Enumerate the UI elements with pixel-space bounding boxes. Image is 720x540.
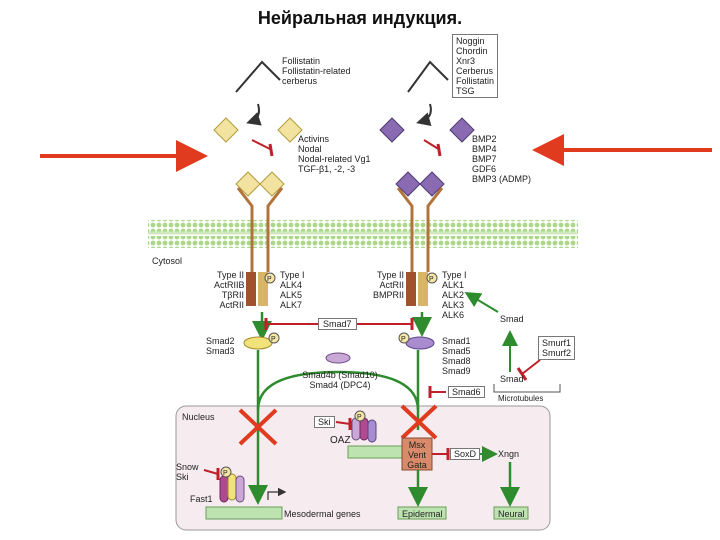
ski-label: Ski <box>314 416 335 428</box>
mesoderm-gene-bar <box>205 506 283 520</box>
microtubule-bracket <box>493 384 561 393</box>
svg-text:P: P <box>429 276 434 283</box>
left-receptor: P <box>235 171 285 341</box>
soxd-label: SoxD <box>450 448 481 460</box>
left-type2-list: Type II ActRIIB TβRII ActRII <box>214 270 245 310</box>
co-smad-pill <box>325 352 351 364</box>
smad-label: Smad <box>500 314 524 324</box>
snow-ski-list: Snow Ski <box>176 462 199 482</box>
right-antagonist-shape <box>407 60 449 93</box>
right-block-x <box>400 404 438 440</box>
microtubules-label: Microtubules <box>498 394 544 403</box>
svg-text:P: P <box>357 414 362 421</box>
smad7-label: Smad7 <box>318 318 357 330</box>
cell-membrane <box>148 220 578 248</box>
smads-right-list: Smad1 Smad5 Smad8 Smad9 <box>442 336 471 376</box>
epidermal-label: Epidermal <box>402 509 443 519</box>
neural-label: Neural <box>498 509 525 519</box>
smurf-inhibit <box>521 359 541 375</box>
antagonists-right-list: Noggin Chordin Xnr3 Cerberus Follistatin… <box>452 34 499 98</box>
right-type2-list: Type II ActRII BMPRII <box>372 270 404 300</box>
smads-left-list: Smad2 Smad3 <box>206 336 235 356</box>
tf-list: Msx Vent Gata <box>407 440 427 470</box>
fast1-label: Fast1 <box>190 494 213 504</box>
nucleus-label: Nucleus <box>182 412 215 422</box>
left-type1-list: Type I ALK4 ALK5 ALK7 <box>280 270 305 310</box>
ligands-left-list: Activins Nodal Nodal-related Vg1 TGF-β1,… <box>298 134 371 174</box>
svg-text:P: P <box>223 470 228 477</box>
right-receptor: P <box>395 171 445 337</box>
oaz-label: OAZ <box>330 435 351 446</box>
cytosol-label: Cytosol <box>152 256 183 266</box>
co-smad-arc <box>256 370 420 411</box>
page-title: Нейральная индукция. <box>257 8 463 28</box>
svg-text:P: P <box>267 276 272 283</box>
xngn-label: Xngn <box>498 449 520 459</box>
smad6-label: Smad6 <box>448 386 485 398</box>
smad-to-receptor-arrow <box>464 291 499 313</box>
antagonists-left-list: Follistatin Follistatin-related cerberus <box>282 56 351 86</box>
free-ligand-yellow <box>213 117 303 143</box>
right-type1-list: Type I ALK1 ALK2 ALK3 ALK6 <box>442 270 467 320</box>
free-ligand-purple <box>379 117 475 143</box>
oaz-gene-bar <box>347 445 403 459</box>
svg-text:P: P <box>271 336 276 343</box>
left-antagonist-shape <box>235 60 281 93</box>
neural-gene-bar <box>493 506 529 520</box>
smurf-box: Smurf1 Smurf2 <box>538 336 576 360</box>
left-block-x <box>238 408 278 446</box>
smad1-5-pill <box>405 336 435 350</box>
smad-lower-label: Smad <box>500 374 524 384</box>
svg-text:P: P <box>401 336 406 343</box>
left-inhibit-line <box>251 139 273 151</box>
ligands-right-list: BMP2 BMP4 BMP7 GDF6 BMP3 (ADMP) <box>472 134 532 184</box>
co-smad-list: Smad4b (Smad10) Smad4 (DPC4) <box>302 370 378 390</box>
smad2-3-pill <box>243 336 273 350</box>
epidermal-gene-bar <box>397 506 447 520</box>
ski-oaz-complex: P <box>335 410 377 443</box>
snow-ski-complex: P <box>203 466 245 503</box>
mesoderm-genes-label: Mesodermal genes <box>284 509 361 519</box>
